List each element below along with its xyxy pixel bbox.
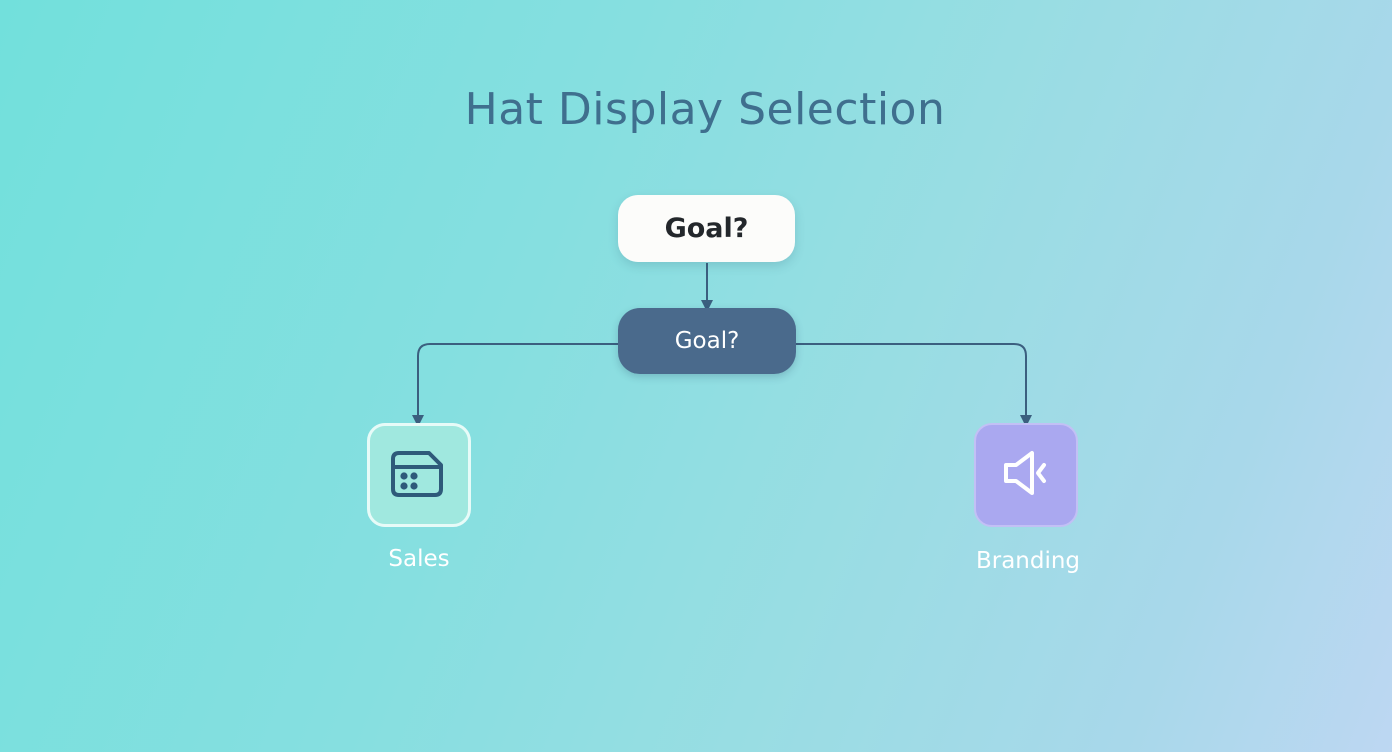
decision-to-sales-arrow [412,343,618,427]
root-goal-node: Goal? [618,195,795,262]
sales-node [367,423,471,527]
cash-register-icon [389,445,449,505]
decision-to-branding-arrow [796,343,1032,427]
sales-label: Sales [388,546,450,572]
diagram-title: Hat Display Selection [464,84,946,135]
branding-node [974,423,1078,527]
branding-label: Branding [975,548,1081,574]
decision-goal-node: Goal? [618,308,796,374]
megaphone-icon [998,445,1054,505]
